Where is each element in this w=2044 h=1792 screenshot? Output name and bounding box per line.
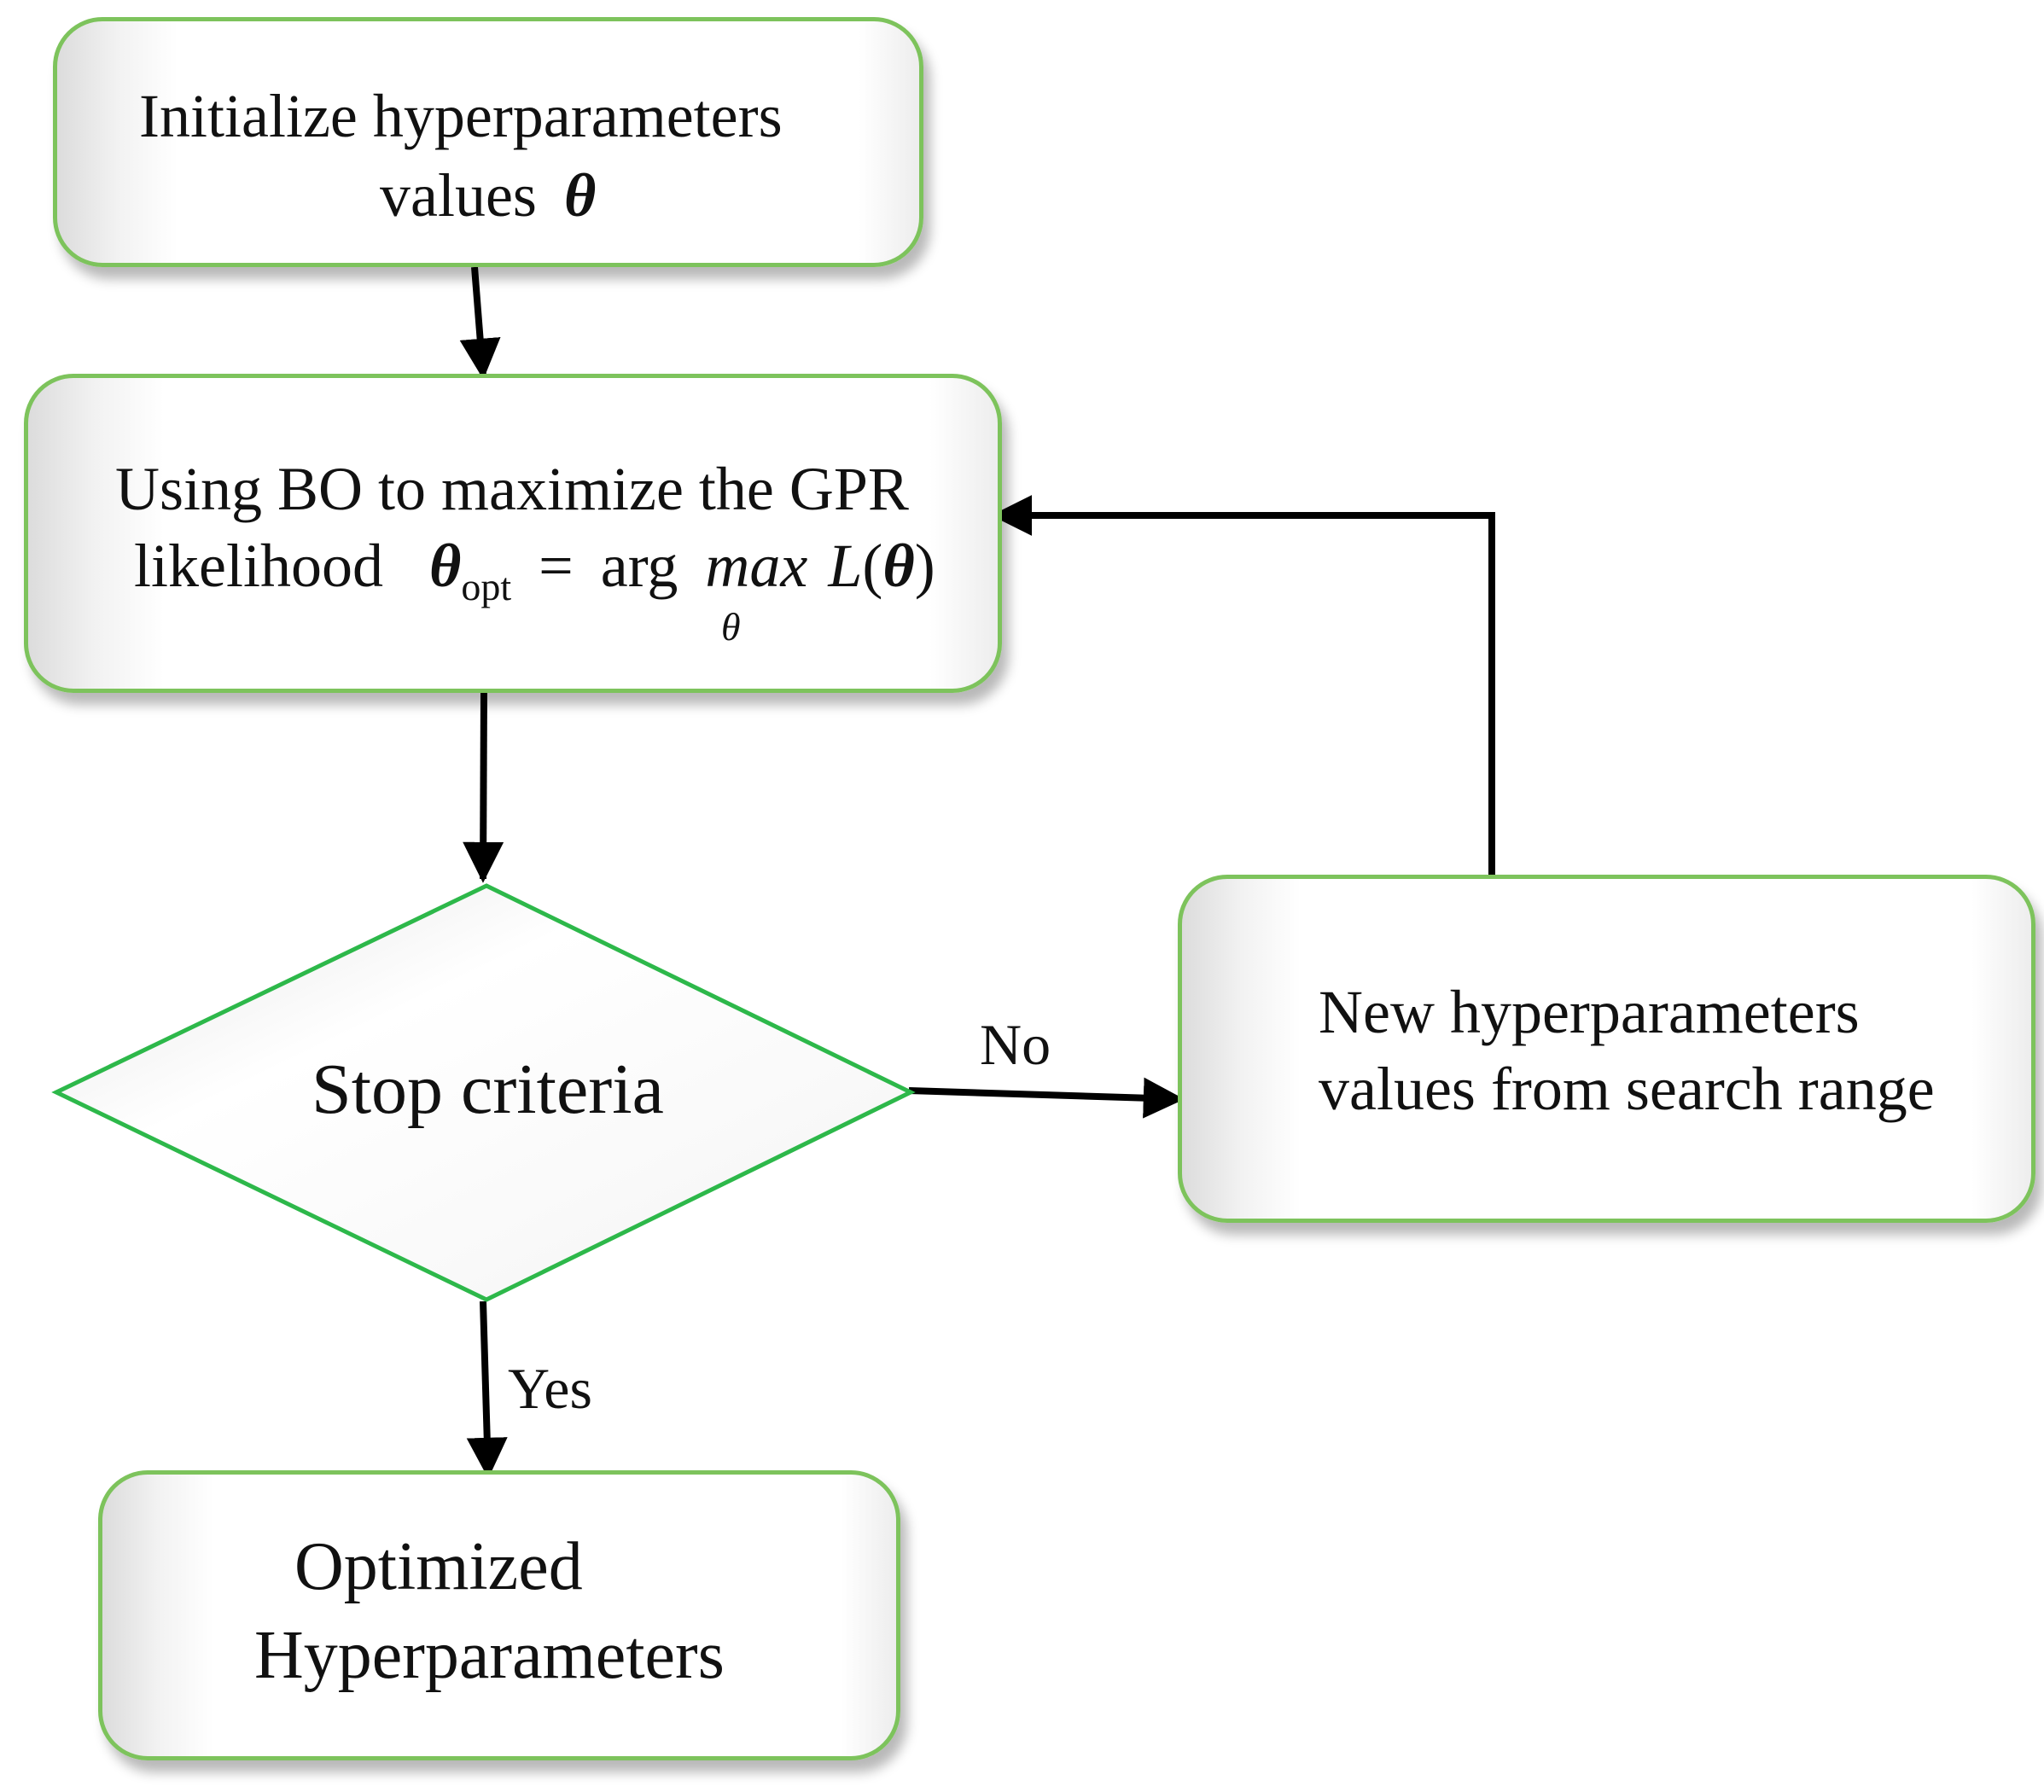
stop-criteria-label: Stop criteria	[312, 1050, 664, 1129]
initialize-line1: Initialize hyperparameters	[139, 82, 783, 150]
max-text: max	[705, 532, 808, 600]
arrow-init-to-bo	[459, 266, 501, 380]
bo-line1: Using BO to maximize the GPR	[115, 455, 909, 523]
arrow-stop-to-new	[908, 1077, 1185, 1119]
paren-close: )	[914, 532, 935, 600]
opt-subscript: opt	[461, 565, 512, 608]
theta-symbol: θ	[563, 161, 597, 230]
paren-open: (	[862, 532, 883, 600]
arrow-bo-to-stop	[463, 692, 504, 883]
arg-text: arg	[600, 532, 678, 600]
new-values-line2: values from search range	[1319, 1055, 1935, 1123]
bo-line2: likelihood θopt = arg max L(θ)	[134, 527, 935, 613]
node-bo: Using BO to maximize the GPR likelihood …	[24, 374, 1002, 693]
argmax-under-theta: θ	[721, 605, 741, 649]
arrow-stop-to-result	[466, 1300, 508, 1479]
initialize-line2: values	[380, 161, 537, 230]
new-values-line1: New hyperparameters	[1319, 978, 1860, 1046]
theta-opt-symbol: θ	[428, 532, 462, 600]
no-label: No	[980, 1012, 1051, 1077]
node-optimized: Optimized Hyperparameters	[98, 1470, 900, 1760]
optimized-line1: Optimized	[294, 1529, 583, 1604]
node-initialize-label-2: values θ	[380, 156, 596, 235]
yes-label: Yes	[508, 1356, 592, 1421]
L-symbol: L	[828, 532, 863, 600]
decision-diamond	[51, 883, 916, 1302]
theta-arg-symbol: θ	[882, 532, 915, 600]
node-new-values: New hyperparameters values from search r…	[1178, 875, 2035, 1223]
optimized-line2: Hyperparameters	[254, 1618, 725, 1693]
node-initialize: Initialize hyperparameters values θ	[53, 17, 923, 267]
bo-likelihood-text: likelihood	[134, 532, 383, 600]
arrow-new-to-bo	[991, 495, 1495, 875]
equals-sign: =	[539, 532, 574, 600]
bo-formula: θopt = arg max L(θ)	[428, 532, 935, 608]
node-initialize-label: Initialize hyperparameters	[139, 77, 783, 155]
